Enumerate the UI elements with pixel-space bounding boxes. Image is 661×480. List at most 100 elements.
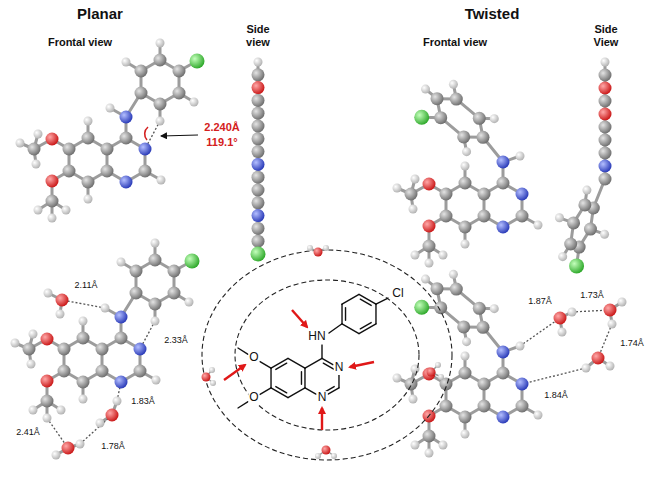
measurement-label: 2.240Å [203, 121, 240, 134]
atom-ball [252, 120, 265, 133]
atom-ball [41, 395, 54, 408]
bond-layer [15, 43, 622, 455]
atom-ball [449, 80, 458, 89]
atom-ball [414, 300, 429, 315]
skeletal-bond [304, 368, 305, 388]
atom-ball [440, 400, 453, 413]
water-hydrogen [315, 453, 321, 459]
atom-ball [414, 110, 429, 125]
atom-ball [48, 214, 57, 223]
atom-ball [478, 400, 491, 413]
atom-ball [252, 107, 265, 120]
atom-ball [516, 400, 529, 413]
atom-ball [423, 220, 436, 233]
atom-ball [567, 216, 580, 229]
site-arrow [292, 310, 307, 327]
atom-ball [11, 339, 20, 348]
distance-label: 1.73Å [579, 290, 605, 300]
water-hydrogen [307, 245, 313, 251]
atom-ball [476, 321, 489, 334]
atom-ball [32, 160, 41, 169]
atom-ball [120, 176, 133, 189]
atom-label: N [334, 361, 345, 375]
atom-ball [120, 132, 133, 145]
atom-ball [440, 188, 453, 201]
atom-ball [461, 162, 470, 171]
atom-ball [534, 221, 543, 230]
atom-ball [113, 397, 122, 406]
atom-ball [462, 337, 471, 346]
atom-ball [115, 311, 128, 324]
skeletal-bond [360, 323, 371, 329]
atom-ball [516, 188, 529, 201]
atom-ball [618, 298, 627, 307]
atom-ball [58, 365, 71, 378]
atom-ball [34, 206, 43, 215]
atom-ball [461, 352, 470, 361]
hydrogen-bond [522, 368, 586, 384]
atom-ball [16, 139, 25, 148]
hydrogen-bond [520, 318, 560, 346]
atom-ball [411, 175, 420, 184]
atom-ball [101, 143, 114, 156]
atom-ball [462, 147, 471, 156]
hydrogen-bond [62, 300, 105, 308]
water-hydrogen [435, 362, 441, 368]
skeletal-bond [341, 304, 342, 324]
skeletal-bond [345, 308, 346, 321]
atom-ball [449, 270, 458, 279]
atom-ball [122, 58, 131, 67]
atom-ball [56, 310, 65, 319]
atom-ball [106, 104, 115, 113]
atom-ball [425, 449, 434, 458]
solvation-shell [202, 250, 452, 460]
atom-ball [516, 378, 529, 391]
skeletal-bond [323, 363, 334, 369]
atom-ball [41, 375, 54, 388]
skeletal-bond [321, 345, 322, 358]
atom-ball [584, 223, 597, 236]
atom-ball [252, 222, 265, 235]
atom-ball [555, 213, 564, 222]
skeletal-bond [338, 375, 339, 388]
atom-ball [439, 441, 448, 450]
atom-ball [82, 176, 95, 189]
atom-ball [599, 108, 612, 121]
atom-ball [423, 368, 436, 381]
atom-ball [582, 186, 591, 195]
scheme-layer [202, 245, 453, 460]
atom-ball [34, 130, 43, 139]
pointer-arrow [161, 135, 198, 136]
atom-ball [599, 69, 612, 82]
atom-ball [568, 308, 577, 317]
atom-ball [27, 360, 36, 369]
atom-ball [409, 205, 418, 214]
atom-ball [46, 175, 59, 188]
atom-ball [421, 275, 430, 284]
atom-ball [120, 111, 133, 124]
view-label: Side view [241, 23, 275, 48]
atom-ball [569, 258, 584, 273]
skeletal-bond [305, 358, 322, 368]
atom-ball [76, 440, 85, 449]
atom-ball [459, 221, 472, 234]
skeletal-bond [305, 388, 316, 394]
atom-ball [106, 409, 119, 422]
atom-ball [558, 328, 567, 337]
atom-ball [599, 173, 612, 186]
atom-ball [490, 304, 499, 313]
hbond-layer [47, 121, 612, 448]
atom-ball [46, 195, 59, 208]
atom-ball [431, 282, 444, 295]
atom-ball [101, 165, 114, 178]
atom-ball [77, 332, 90, 345]
atom-ball [62, 206, 71, 215]
atom-ball [96, 365, 109, 378]
atom-ball [173, 65, 186, 78]
skeletal-bond [238, 348, 248, 354]
atom-ball [157, 176, 166, 185]
atom-ball [599, 147, 612, 160]
atom-ball [190, 54, 205, 69]
distance-label: 2.41Å [15, 427, 41, 437]
atom-ball [434, 111, 447, 124]
